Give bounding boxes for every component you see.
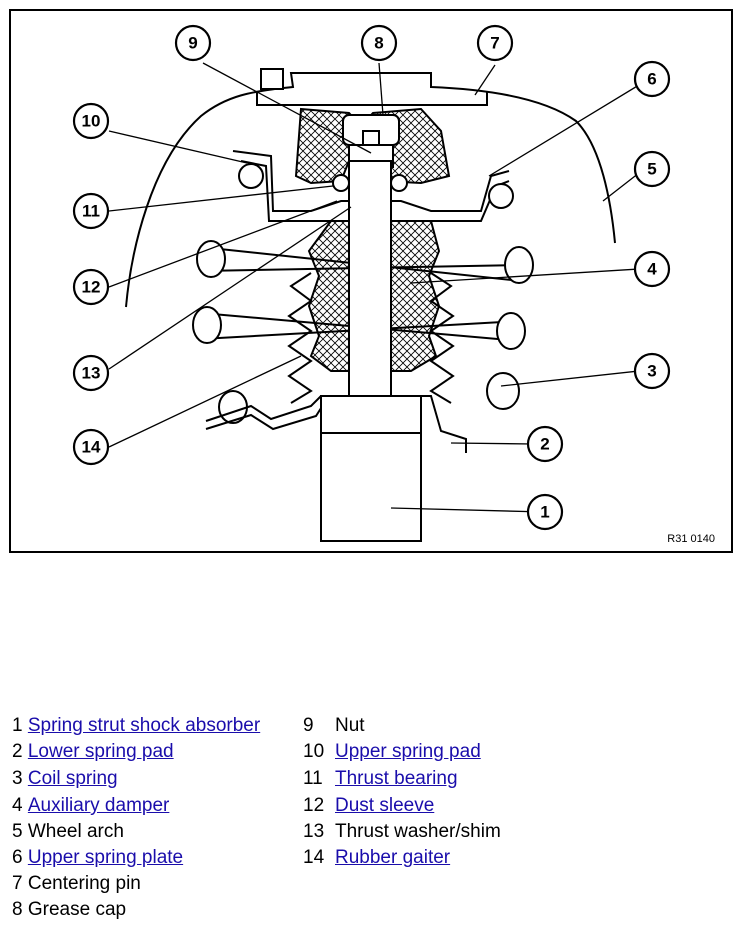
leader-lines [108,62,640,513]
callout-10: 10 [72,102,110,140]
legend-number: 3 [12,768,23,789]
legend-number: 4 [12,795,23,816]
callout-12-label: 12 [82,278,101,297]
legend-number: 12 [303,795,325,816]
callout-2-label: 2 [540,435,549,454]
thrust-bearing [332,174,350,192]
callout-6: 6 [633,60,671,98]
legend-number: 5 [12,821,23,842]
legend-item-9: 9 Nut [303,713,365,739]
callout-14: 14 [72,428,110,466]
legend-number: 7 [12,873,23,894]
callout-11: 11 [72,192,110,230]
callout-8: 8 [360,24,398,62]
legend-link-upper-spring-pad[interactable]: Upper spring pad [335,741,481,762]
legend-label-wheel-arch: Wheel arch [27,821,124,842]
legend-number: 11 [303,768,323,789]
legend-number: 2 [12,741,23,762]
rubber-gaiter [287,272,313,404]
callout-5-label: 5 [647,160,656,179]
mount-nut [260,68,284,90]
callout-1: 1 [526,493,564,531]
legend-number: 10 [303,741,325,762]
legend-link-coil-spring[interactable]: Coil spring [27,768,118,789]
legend-item-7: 7 Centering pin [12,871,141,897]
legend-item-11: 11 Thrust bearing [303,766,458,792]
piston-rod [348,160,392,402]
legend-link-spring-strut-shock-absorber[interactable]: Spring strut shock absorber [27,715,261,736]
callout-12: 12 [72,268,110,306]
callout-13: 13 [72,354,110,392]
wheel-arch [125,72,616,308]
legend-link-thrust-bearing[interactable]: Thrust bearing [335,768,458,789]
legend-item-4: 4 Auxiliary damper [12,793,169,819]
callout-3-label: 3 [647,362,656,381]
callout-6-label: 6 [647,70,656,89]
legend-item-14: 14 Rubber gaiter [303,845,450,871]
legend-link-upper-spring-plate[interactable]: Upper spring plate [27,847,184,868]
callout-9-label: 9 [188,34,197,53]
legend-number: 6 [12,847,23,868]
callout-1-label: 1 [540,503,549,522]
callout-3: 3 [633,352,671,390]
legend-link-auxiliary-damper[interactable]: Auxiliary damper [27,795,170,816]
legend-number: 14 [303,847,325,868]
legend-number: 1 [12,715,23,736]
callout-10-label: 10 [82,112,101,131]
legend-label-centering-pin: Centering pin [27,873,141,894]
legend-number: 9 [303,715,314,736]
callout-13-label: 13 [82,364,101,383]
callout-8-label: 8 [374,34,383,53]
callout-5: 5 [633,150,671,188]
legend-item-6: 6 Upper spring plate [12,845,183,871]
callout-4: 4 [633,250,671,288]
legend-link-rubber-gaiter[interactable]: Rubber gaiter [335,847,451,868]
callout-2: 2 [526,425,564,463]
callout-7: 7 [476,24,514,62]
legend-item-2: 2 Lower spring pad [12,739,174,765]
legend-number: 8 [12,899,23,920]
legend-label-thrust-washer: Thrust washer/shim [335,821,501,842]
callout-9: 9 [174,24,212,62]
callout-7-label: 7 [490,34,499,53]
strut-drawing: 1 2 3 4 5 6 7 8 9 10 11 12 13 14 [72,24,671,542]
legend-item-8: 8 Grease cap [12,897,126,923]
callout-11-label: 11 [82,202,100,221]
legend-item-13: 13 Thrust washer/shim [303,819,501,845]
legend-item-1: 1 Spring strut shock absorber [12,713,260,739]
legend-item-12: 12 Dust sleeve [303,793,434,819]
legend-label-grease-cap: Grease cap [27,899,127,920]
strut-diagram: 1 2 3 4 5 6 7 8 9 10 11 12 13 14 R31 014… [9,9,733,553]
legend-item-10: 10 Upper spring pad [303,739,481,765]
legend-item-5: 5 Wheel arch [12,819,124,845]
legend-link-lower-spring-pad[interactable]: Lower spring pad [27,741,174,762]
callout-4-label: 4 [647,260,657,279]
callout-14-label: 14 [82,438,101,457]
shock-absorber-body [320,395,422,542]
legend-number: 13 [303,821,325,842]
legend-item-3: 3 Coil spring [12,766,118,792]
legend-link-dust-sleeve[interactable]: Dust sleeve [335,795,435,816]
reference-code: R31 0140 [667,533,715,545]
legend-label-nut: Nut [335,715,365,736]
